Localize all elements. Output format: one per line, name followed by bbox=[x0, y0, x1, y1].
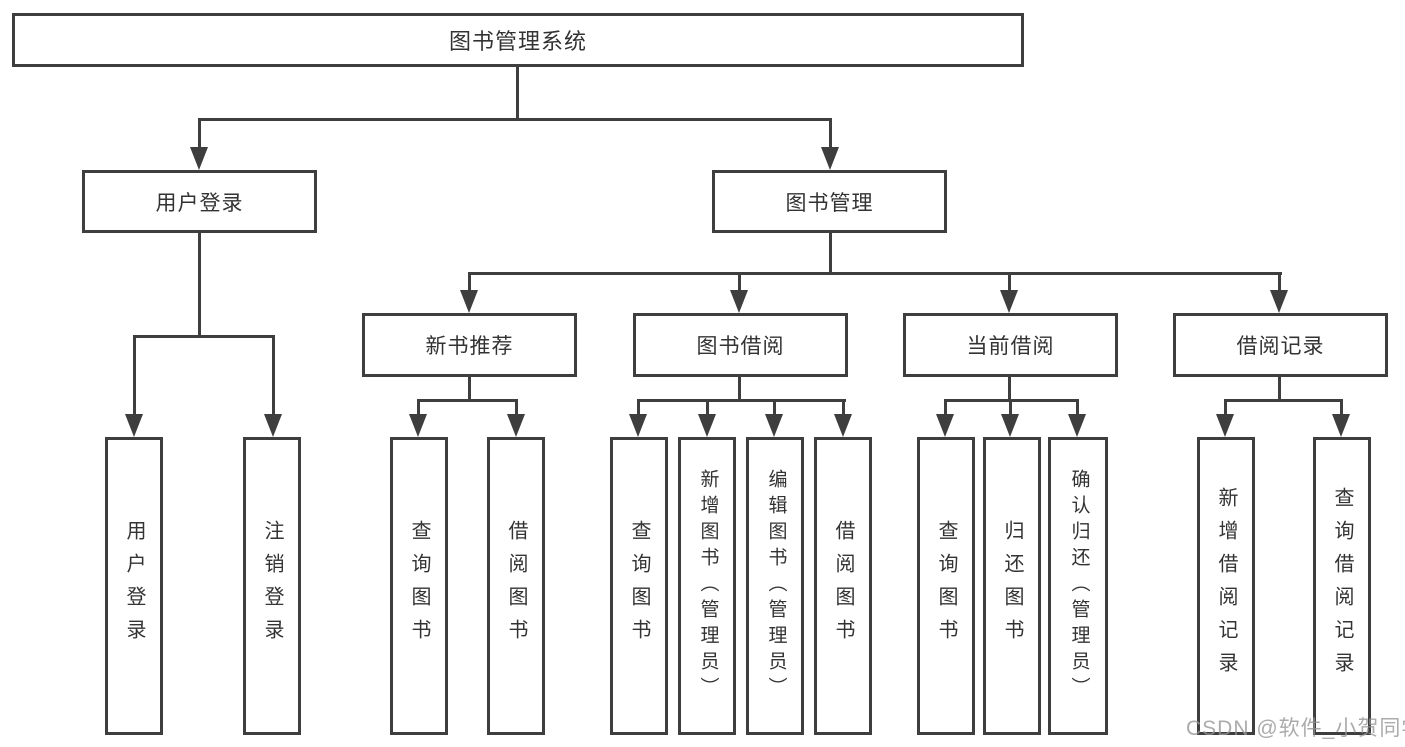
arrowhead-icon bbox=[1068, 414, 1086, 437]
leaf-user-login: 用户登录 bbox=[105, 437, 163, 735]
node-label: 新书推荐 bbox=[425, 335, 514, 358]
connector-line bbox=[1076, 399, 1079, 419]
node-label: 图书借阅 bbox=[696, 335, 785, 358]
leaf-borrow-books-recommend: 借阅图书 bbox=[487, 437, 545, 735]
arrowhead-icon bbox=[190, 147, 208, 170]
arrowhead-icon bbox=[730, 290, 748, 313]
connector-line bbox=[198, 118, 832, 121]
node-label: 图书管理系统 bbox=[448, 29, 587, 54]
connector-line bbox=[1340, 399, 1343, 419]
node-label: 当前借阅 bbox=[966, 335, 1055, 358]
leaf-query-borrow-record: 查询借阅记录 bbox=[1313, 437, 1371, 735]
leaf-logout: 注销登录 bbox=[243, 437, 301, 735]
node-label: 图书管理 bbox=[785, 191, 874, 215]
leaf-query-books-borrowing: 查询图书 bbox=[610, 437, 668, 735]
leaf-edit-book-admin: 编辑图书（管理员） bbox=[746, 437, 804, 735]
connector-line bbox=[1278, 376, 1281, 402]
connector-line bbox=[468, 272, 1282, 275]
connector-line bbox=[198, 118, 201, 150]
leaf-return-book: 归还图书 bbox=[983, 437, 1041, 735]
node-library-management-system: 图书管理系统 bbox=[12, 13, 1024, 67]
node-current-borrowing: 当前借阅 bbox=[903, 313, 1118, 377]
connector-line bbox=[468, 376, 471, 402]
arrowhead-icon bbox=[264, 414, 282, 437]
node-label: 查询借阅记录 bbox=[1331, 487, 1353, 685]
connector-line bbox=[738, 272, 741, 294]
connector-line bbox=[706, 399, 709, 419]
connector-line bbox=[1008, 272, 1011, 294]
node-book-borrowing: 图书借阅 bbox=[633, 313, 848, 377]
connector-line bbox=[842, 399, 845, 419]
arrowhead-icon bbox=[936, 414, 954, 437]
connector-line bbox=[515, 399, 518, 419]
node-label: 用户登录 bbox=[155, 191, 244, 215]
connector-line bbox=[133, 335, 275, 338]
node-label: 借阅图书 bbox=[832, 520, 854, 652]
leaf-add-borrow-record: 新增借阅记录 bbox=[1197, 437, 1255, 735]
arrowhead-icon bbox=[1001, 414, 1019, 437]
arrowhead-icon bbox=[1332, 414, 1350, 437]
leaf-add-book-admin: 新增图书（管理员） bbox=[678, 437, 736, 735]
node-label: 查询图书 bbox=[408, 520, 430, 652]
node-new-book-recommendation: 新书推荐 bbox=[362, 313, 577, 377]
arrowhead-icon bbox=[409, 414, 427, 437]
arrowhead-icon bbox=[1216, 414, 1234, 437]
arrowhead-icon bbox=[1000, 290, 1018, 313]
leaf-query-books-current: 查询图书 bbox=[917, 437, 975, 735]
connector-line bbox=[417, 399, 420, 419]
connector-line bbox=[1009, 399, 1012, 419]
node-label: 借阅记录 bbox=[1236, 335, 1325, 358]
node-label: 注销登录 bbox=[261, 520, 283, 652]
connector-line bbox=[516, 67, 519, 120]
connector-line bbox=[1278, 272, 1281, 294]
connector-line bbox=[944, 399, 947, 419]
node-label: 编辑图书（管理员） bbox=[765, 469, 787, 703]
connector-line bbox=[637, 399, 846, 402]
node-book-management: 图书管理 bbox=[712, 170, 947, 233]
connector-line bbox=[1008, 376, 1011, 402]
arrowhead-icon bbox=[125, 414, 143, 437]
leaf-confirm-return-admin: 确认归还（管理员） bbox=[1048, 437, 1108, 735]
connector-line bbox=[829, 118, 832, 150]
connector-line bbox=[198, 232, 201, 338]
node-label: 新增图书（管理员） bbox=[697, 469, 719, 703]
arrowhead-icon bbox=[460, 290, 478, 313]
connector-line bbox=[417, 399, 518, 402]
connector-line bbox=[637, 399, 640, 419]
connector-line bbox=[738, 376, 741, 402]
node-label: 用户登录 bbox=[123, 520, 145, 652]
connector-line bbox=[773, 399, 776, 419]
connector-line bbox=[468, 272, 471, 294]
arrowhead-icon bbox=[1270, 290, 1288, 313]
node-label: 确认归还（管理员） bbox=[1068, 469, 1090, 703]
connector-line bbox=[1224, 399, 1227, 419]
node-label: 归还图书 bbox=[1001, 520, 1023, 652]
connector-line bbox=[272, 335, 275, 420]
csdn-watermark: CSDN @软件_小贺同学 bbox=[1186, 717, 1405, 740]
leaf-query-books-recommend: 查询图书 bbox=[390, 437, 448, 735]
node-label: 查询图书 bbox=[628, 520, 650, 652]
arrowhead-icon bbox=[765, 414, 783, 437]
arrowhead-icon bbox=[507, 414, 525, 437]
leaf-borrow-books-borrowing: 借阅图书 bbox=[814, 437, 872, 735]
arrowhead-icon bbox=[629, 414, 647, 437]
node-label: 新增借阅记录 bbox=[1215, 487, 1237, 685]
node-user-login: 用户登录 bbox=[82, 170, 317, 233]
connector-line bbox=[133, 335, 136, 420]
node-label: 查询图书 bbox=[935, 520, 957, 652]
connector-line bbox=[829, 232, 832, 275]
node-label: 借阅图书 bbox=[505, 520, 527, 652]
node-borrowing-records: 借阅记录 bbox=[1173, 313, 1388, 377]
arrowhead-icon bbox=[821, 147, 839, 170]
arrowhead-icon bbox=[834, 414, 852, 437]
connector-line bbox=[1224, 399, 1343, 402]
arrowhead-icon bbox=[698, 414, 716, 437]
